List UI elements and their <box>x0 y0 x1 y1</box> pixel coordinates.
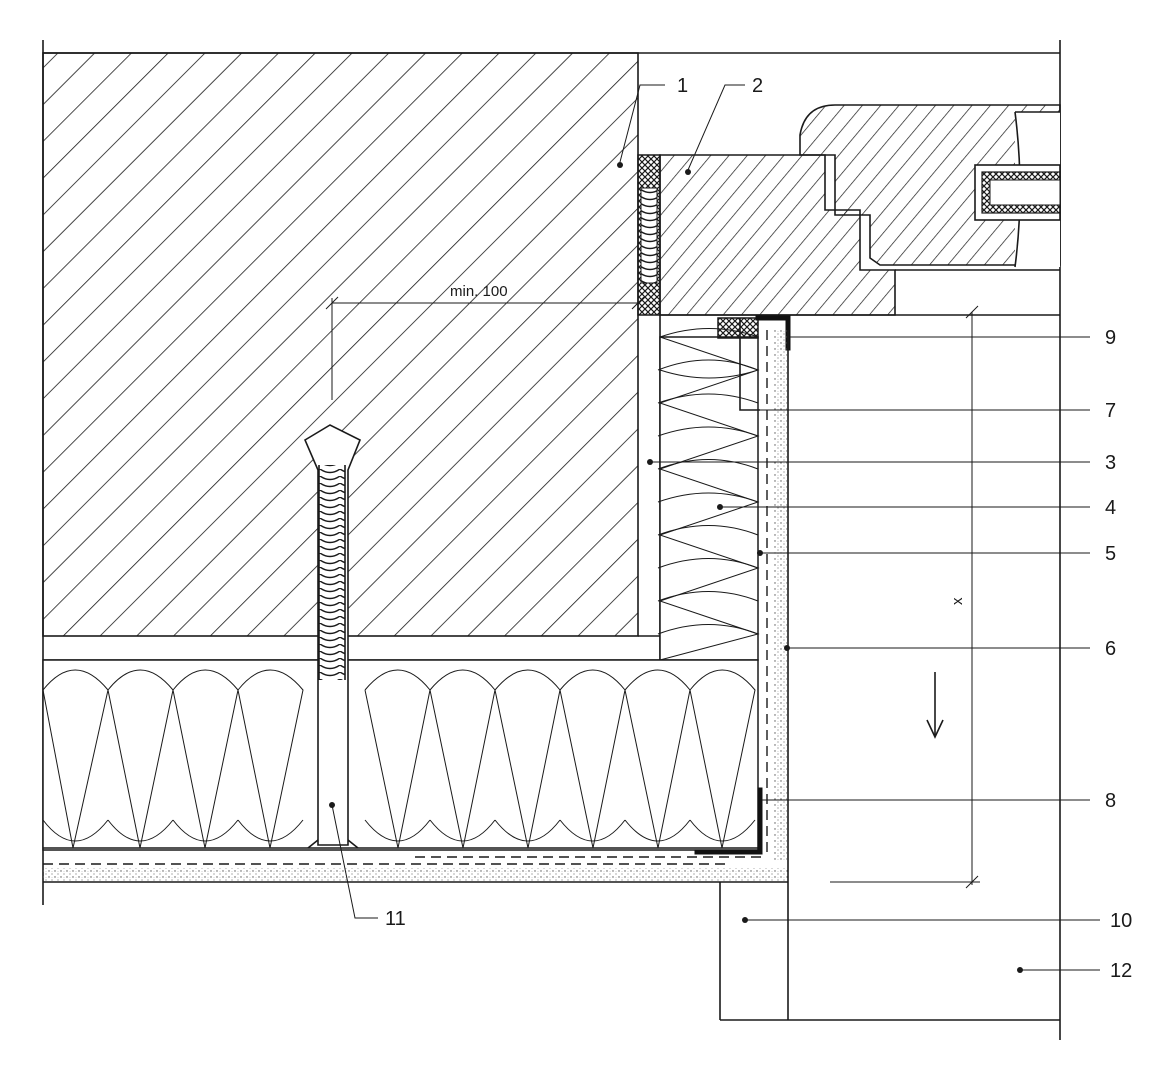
reveal-insulation <box>657 328 760 661</box>
insulation-anchor <box>303 424 362 849</box>
facade-insulation <box>42 659 759 851</box>
callout-1: 1 <box>677 75 688 97</box>
sealing-tape <box>637 154 661 316</box>
callout-9: 9 <box>1105 327 1116 349</box>
callout-5: 5 <box>1105 543 1116 565</box>
dimension-x-label: x <box>949 597 966 605</box>
dimension-min: min. 100 <box>325 283 645 400</box>
window-sash <box>799 104 1061 271</box>
callout-6: 6 <box>1105 638 1116 660</box>
callout-10: 10 <box>1110 910 1132 932</box>
leader-lines <box>329 84 1100 973</box>
callout-12: 12 <box>1110 960 1132 982</box>
corner-bead <box>694 787 763 855</box>
callout-2: 2 <box>752 75 763 97</box>
render-layers <box>43 330 789 1020</box>
callout-labels: 1 2 3 4 5 6 7 8 9 10 11 12 <box>385 75 1132 982</box>
callout-8: 8 <box>1105 790 1116 812</box>
callout-7: 7 <box>1105 400 1116 422</box>
dimension-min-label: min. 100 <box>450 283 508 300</box>
callout-11: 11 <box>385 908 406 930</box>
callout-3: 3 <box>1105 452 1116 474</box>
lower-parts <box>719 882 1060 1021</box>
dimension-x: x <box>830 305 980 889</box>
callout-4: 4 <box>1105 497 1116 519</box>
reveal-lines <box>638 314 1060 637</box>
seal-strip <box>717 317 759 339</box>
